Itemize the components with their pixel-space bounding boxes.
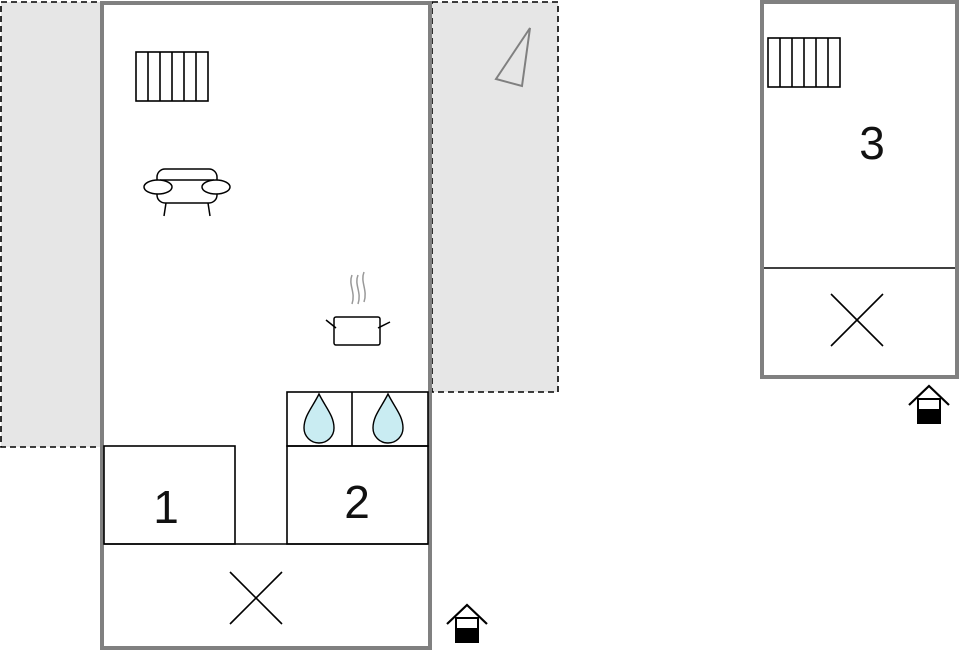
terrace-left <box>0 1 102 448</box>
entrance-house-icon <box>446 603 488 643</box>
sofa-icon <box>143 168 231 217</box>
terrace-right <box>431 1 559 393</box>
water-drop-icon <box>303 392 335 444</box>
room-3-label: 3 <box>859 117 885 169</box>
compass-triangle-icon <box>494 27 531 88</box>
water-drop-icon <box>372 392 404 444</box>
room-1-label: 1 <box>153 481 179 533</box>
cross-mark-icon <box>830 293 884 347</box>
radiator-icon <box>135 51 209 102</box>
entrance-house-icon <box>908 384 950 424</box>
cross-mark-icon <box>229 571 283 625</box>
cooking-pot-icon <box>325 271 391 346</box>
radiator-icon <box>767 37 841 88</box>
room-2-label: 2 <box>344 476 370 528</box>
